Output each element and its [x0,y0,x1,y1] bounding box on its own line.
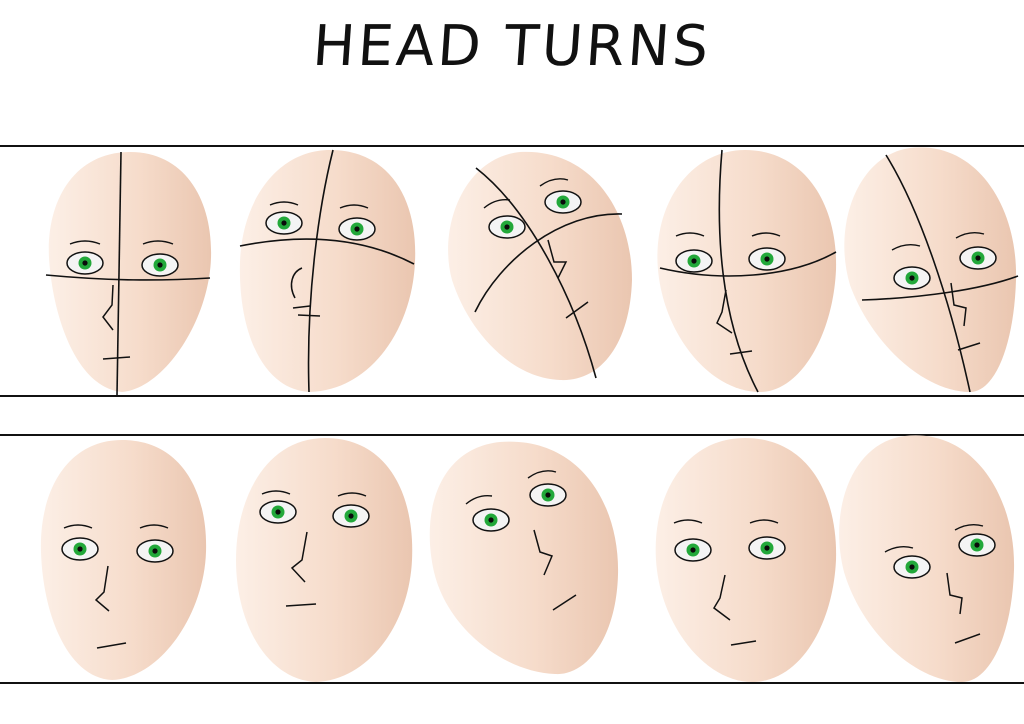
head-tilt-up [429,441,619,675]
head-down [236,438,413,682]
head-down-guides [239,149,416,393]
head-turn-left [655,438,837,682]
head-tilt-up-guides [448,151,632,381]
head-tilt-right [839,435,1015,682]
head-turn-left-guides [657,149,837,393]
head-tilt-right-guides [844,147,1019,393]
head-front [40,440,207,680]
head-front-guides [45,151,212,396]
